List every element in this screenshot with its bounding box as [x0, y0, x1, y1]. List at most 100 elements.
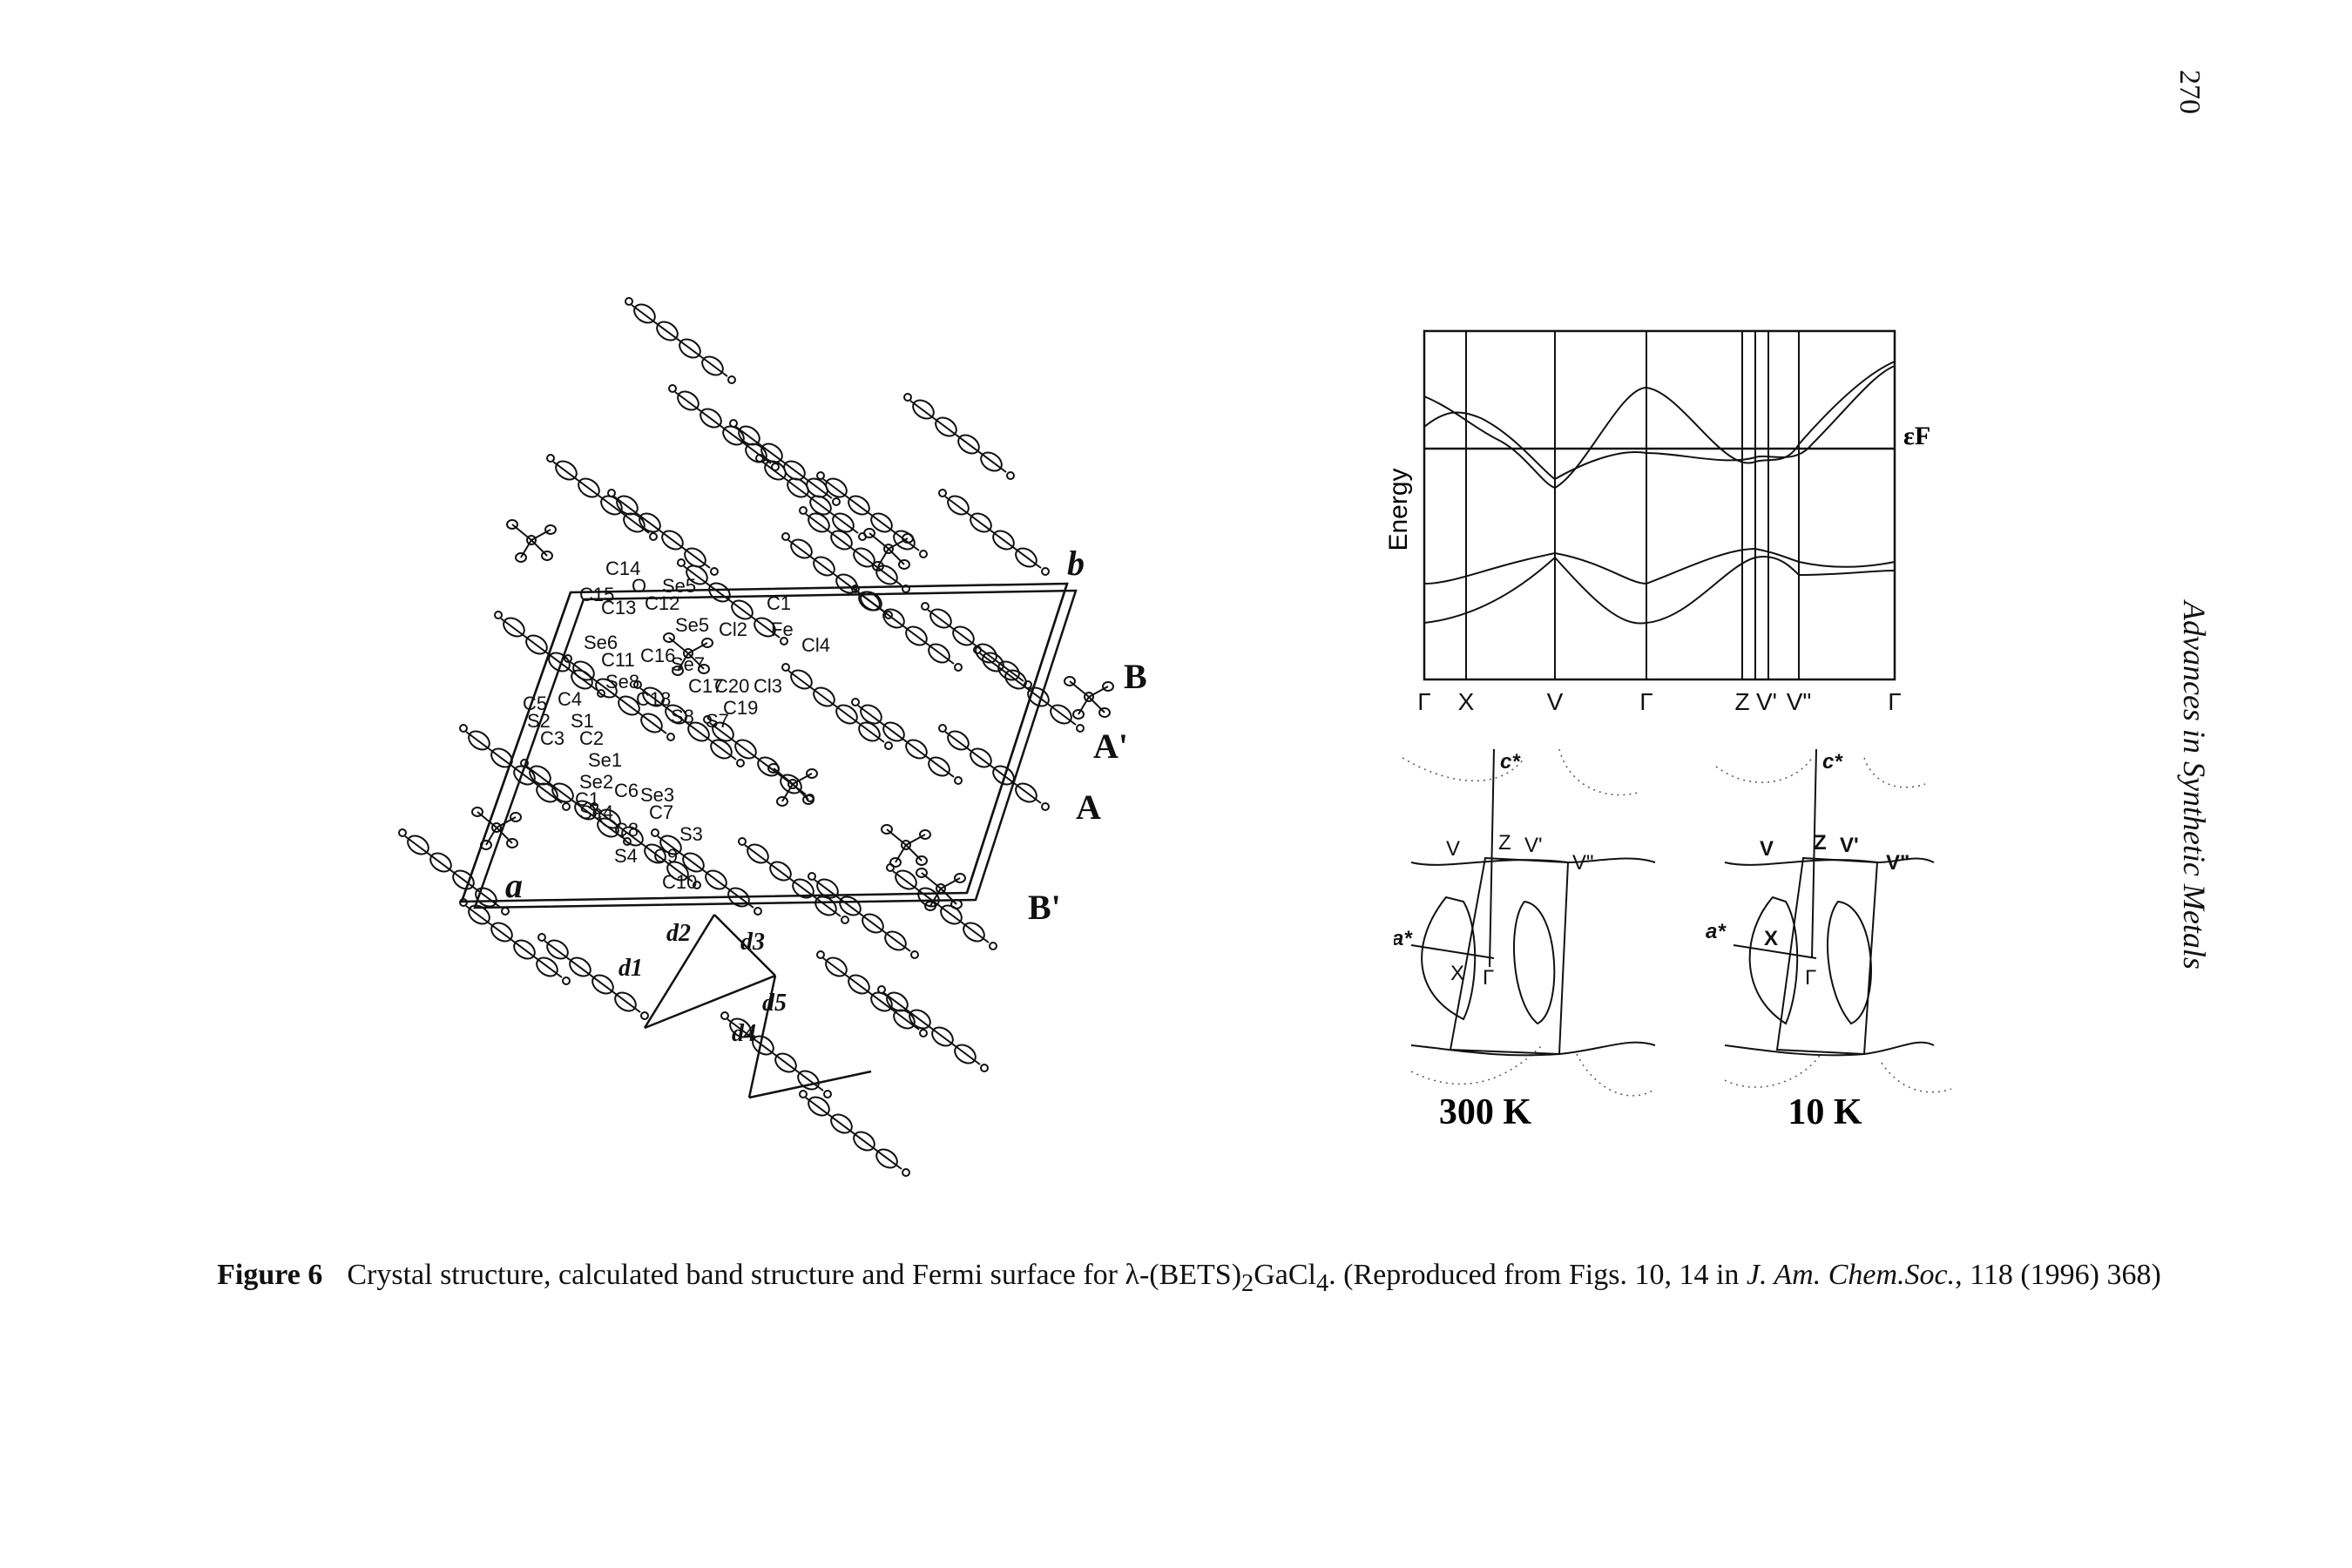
atom-label: C6 [614, 780, 639, 801]
atom-label: Se1 [588, 749, 622, 771]
axis-label-b: b [1067, 544, 1085, 583]
atom-label: S4 [614, 845, 638, 867]
atom-label: C1 [767, 592, 791, 614]
fermi-surface-10k: c* V Z V' V" a* X Γ 10 K [1706, 748, 1952, 1132]
atom-label: C9 [653, 845, 678, 867]
kpt-gamma: Γ [1805, 966, 1816, 990]
atom-label: C17 [688, 675, 723, 697]
fermi-surface-300k: c* V Z V' V" a* X Γ 300 K [1394, 748, 1656, 1132]
atom-label: C10 [662, 871, 697, 893]
anion-tetrahedron [863, 528, 914, 571]
caption-text: GaCl [1254, 1259, 1316, 1291]
kpt-v-dprime: V" [1572, 851, 1594, 875]
kpt-v: V [1760, 837, 1774, 861]
axis-a-star: a* [1706, 920, 1727, 943]
bets-molecule [799, 506, 910, 593]
axis-a-star: a* [1394, 927, 1413, 950]
bets-molecule [564, 654, 675, 741]
atom-label: Se2 [579, 771, 613, 793]
stack-label-b: B [1124, 657, 1147, 696]
kpt-v-prime: V' [1524, 834, 1543, 857]
fermi-level-label: εF [1903, 422, 1930, 450]
atom-label: C19 [723, 697, 758, 719]
anion-tetrahedron [1064, 676, 1114, 720]
bets-molecule [459, 898, 571, 985]
bets-molecule [903, 393, 1015, 480]
atom-label: C1 [575, 788, 599, 810]
journal-reference: J. Am. Chem.Soc. [1746, 1259, 1956, 1291]
atom-label: S7 [706, 710, 729, 732]
anion-tetrahedron [663, 632, 713, 676]
kpt-x: X [1450, 962, 1464, 985]
bets-molecule [799, 1090, 910, 1177]
k-point-label: V' [1756, 688, 1777, 714]
unit-cell [460, 582, 1078, 1099]
bets-molecule [677, 558, 788, 645]
bets-molecule [938, 724, 1050, 811]
atom-label: C11 [601, 649, 635, 671]
kpt-z: Z [1814, 831, 1827, 855]
temperature-label: 300 K [1439, 1092, 1532, 1132]
bets-molecule [973, 645, 1085, 733]
band-curves [1423, 361, 1896, 625]
distance-label-d4: d4 [732, 1020, 756, 1047]
atom-label: C8 [614, 819, 639, 841]
running-header: Advances in Synthetic Metals [2177, 601, 2212, 970]
figure-label: Figure 6 [217, 1259, 323, 1291]
bets-molecule [590, 802, 701, 889]
axis-c-star: c* [1500, 750, 1521, 774]
bets-molecule [537, 933, 649, 1020]
kpt-v-dprime: V" [1886, 851, 1909, 875]
k-point-label: Γ [1888, 688, 1901, 714]
k-point-label: Γ [1417, 688, 1430, 714]
caption-text: Crystal structure, calculated band struc… [347, 1259, 1242, 1291]
bets-molecule [781, 663, 893, 750]
atom-label: S1 [571, 710, 594, 732]
page-number: 270 [2173, 70, 2206, 114]
anion-tetrahedron [506, 519, 557, 563]
axis-label-a: a [505, 866, 523, 905]
atom-label: C7 [649, 801, 673, 823]
atom-label: S8 [671, 706, 694, 727]
distance-label-d3: d3 [740, 929, 765, 956]
atom-label: Se7 [671, 653, 705, 675]
bets-molecule [851, 698, 963, 785]
k-point-gridlines [1465, 331, 1800, 679]
distance-label-d5: d5 [762, 990, 787, 1017]
atom-label: Se6 [584, 632, 618, 653]
atom-label: C13 [601, 597, 636, 618]
bets-molecule [668, 384, 780, 471]
atom-label: C14 [605, 558, 640, 579]
caption-subscript: 2 [1241, 1269, 1254, 1297]
caption-text: . (Reproduced from Figs. 10, 14 in [1328, 1259, 1747, 1291]
k-point-label: V [1547, 688, 1564, 714]
kpt-v-prime: V' [1840, 834, 1859, 857]
atom-label: C5 [523, 693, 547, 714]
kpt-x: X [1764, 927, 1778, 950]
bets-molecule [633, 680, 745, 767]
anion-tetrahedron [881, 824, 931, 868]
bets-molecule [938, 489, 1050, 576]
bets-molecule [398, 828, 510, 916]
stack-label-b-prime: B' [1028, 888, 1061, 927]
atom-label: Fe [771, 618, 794, 640]
bets-molecule [546, 454, 658, 541]
atom-label: Se5 [662, 575, 696, 597]
bets-molecule [729, 419, 841, 506]
atom-label: C15 [579, 584, 614, 605]
k-point-label: X [1458, 688, 1475, 714]
atom-label: S2 [527, 710, 551, 732]
caption-text: , 118 (1996) 368) [1955, 1259, 2161, 1291]
atom-label: Cl3 [754, 675, 782, 697]
anion-tetrahedron [767, 763, 818, 807]
atom-label: C3 [540, 727, 564, 749]
k-point-label: Z [1734, 688, 1749, 714]
bets-molecule [607, 489, 719, 576]
atom-label: C12 [645, 592, 679, 614]
k-point-label: V" [1787, 688, 1812, 714]
atom-label: C2 [579, 727, 604, 749]
stack-label-a: A [1076, 787, 1101, 827]
y-axis-label: Energy [1384, 468, 1413, 551]
